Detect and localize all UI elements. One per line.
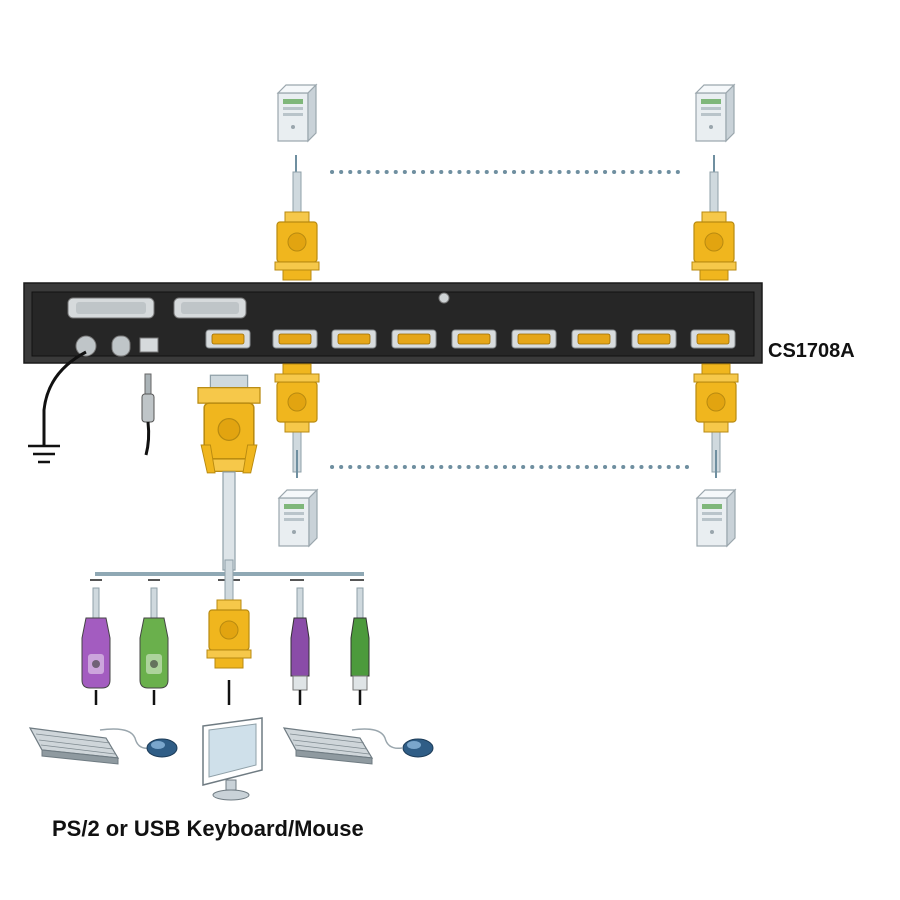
kvm-port-7	[631, 329, 677, 349]
power-adapter-plug-icon	[141, 373, 155, 456]
console-cable	[222, 471, 236, 571]
computer-top-left	[277, 84, 317, 142]
computer-bottom-right	[696, 489, 736, 547]
keyboard-icon	[283, 727, 373, 765]
keyboard-ps2	[29, 727, 119, 765]
console-caption: PS/2 or USB Keyboard/Mouse	[52, 816, 364, 841]
tower-pc-icon	[696, 489, 736, 547]
kvm-port-5	[511, 329, 557, 349]
keyboard-icon	[29, 727, 119, 765]
vga-plug-top-left	[274, 171, 320, 281]
tower-pc-icon	[278, 489, 318, 547]
ps2-green-plug-icon	[139, 587, 169, 689]
mouse-icon	[146, 738, 178, 758]
ground-symbol-icon	[28, 444, 60, 464]
kvm-port-4	[451, 329, 497, 349]
tower-pc-icon	[695, 84, 735, 142]
db15-vga-plug-icon	[691, 171, 737, 281]
usb-mouse-plug	[350, 587, 370, 691]
ps2-mouse-plug	[139, 587, 169, 689]
console-vga-plug	[197, 374, 261, 474]
db15-vga-plug-icon	[274, 171, 320, 281]
db15-vga-plug-icon	[206, 559, 252, 669]
mouse-icon	[402, 738, 434, 758]
tower-pc-icon	[277, 84, 317, 142]
usb-plug-icon	[290, 587, 310, 691]
lcd-monitor-icon	[202, 717, 263, 801]
kvm-port-3	[391, 329, 437, 349]
vga-plug-top-right	[691, 171, 737, 281]
kvm-port-8	[690, 329, 736, 349]
kvm-switch-chassis	[23, 282, 763, 364]
computer-bottom-left	[278, 489, 318, 547]
usb-plug-icon	[350, 587, 370, 691]
usb-keyboard-plug	[290, 587, 310, 691]
computer-top-right	[695, 84, 735, 142]
kvm-port-6	[571, 329, 617, 349]
mouse-ps2	[146, 738, 178, 758]
ground-wire	[28, 350, 87, 464]
ps2-keyboard-plug	[81, 587, 111, 689]
kvm-port-2	[331, 329, 377, 349]
ps2-purple-plug-icon	[81, 587, 111, 689]
monitor-vga-plug	[206, 559, 252, 669]
mouse-usb	[402, 738, 434, 758]
keyboard-usb	[283, 727, 373, 765]
device-model-label: CS1708A	[768, 340, 855, 362]
kvm-port-1	[272, 329, 318, 349]
console-vga-port	[205, 329, 251, 349]
